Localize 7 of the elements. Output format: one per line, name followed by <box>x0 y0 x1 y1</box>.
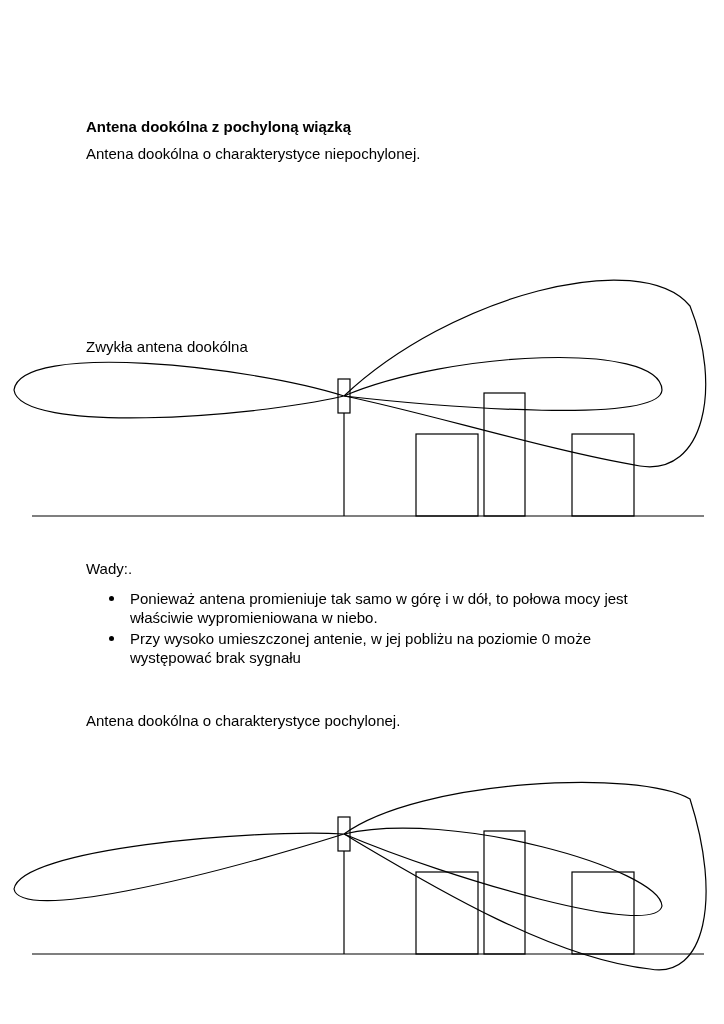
section-heading: Antena dookólna o charakterystyce niepochylonej. <box>86 145 421 163</box>
drawing-caption: Zwykła antena dookólna <box>86 338 248 356</box>
heading: Antena dookólna z pochyloną wiązką <box>86 118 352 136</box>
bullet-text: Ponieważ antena promieniuje tak samo w górę i w dół, to połowa mocy jest właściwie wypromieniowana w niebo. <box>130 589 629 627</box>
bullet-text: Przy wysoko umieszczonej antenie, w jej pobliżu na poziomie 0 może występować brak sygnału <box>130 629 593 667</box>
list-heading: Wady:. <box>86 560 133 578</box>
section-heading: Antena dookólna o charakterystyce pochylonej. <box>86 712 401 730</box>
